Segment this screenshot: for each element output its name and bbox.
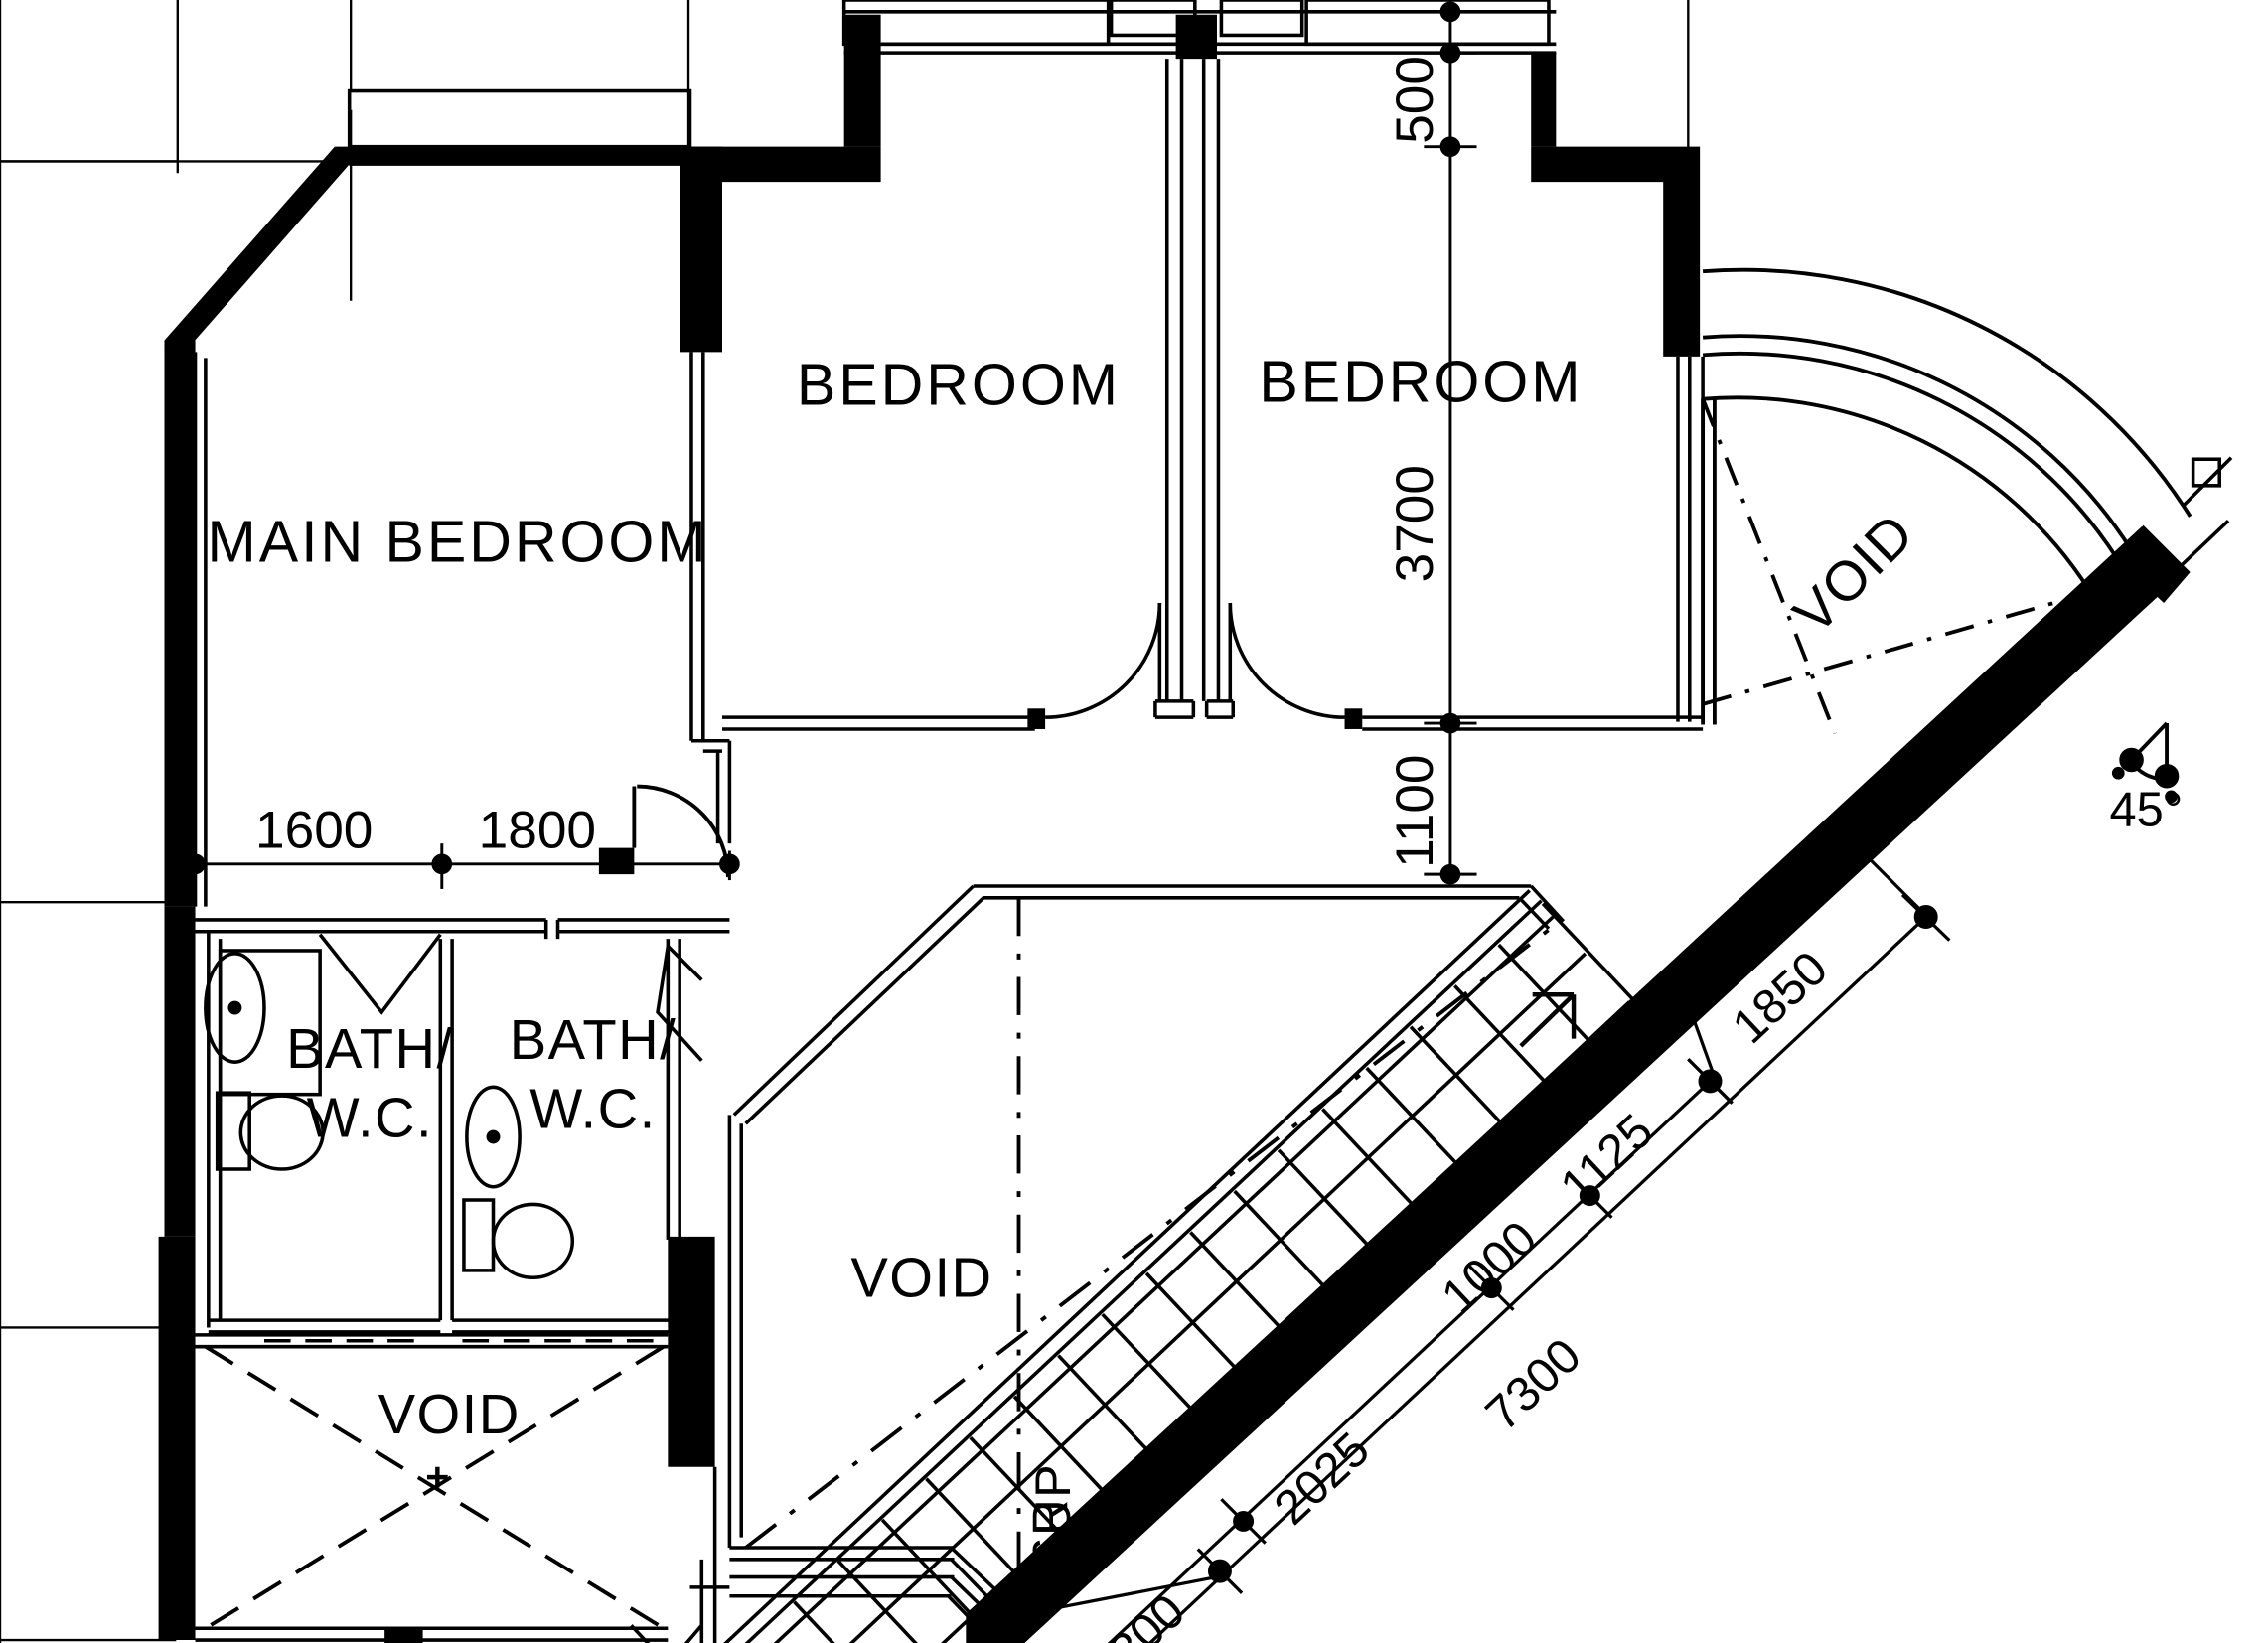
angle-marker-45 [2111,721,2180,804]
dimension-1100: 1100 [1386,755,1444,868]
dimension-chain-inner-diagonal [1107,1058,1734,1643]
stair-riser-label: 16R [1022,1498,1078,1594]
central-void-outline [727,884,1566,1615]
upper-right-void-arcs [1701,267,2192,725]
room-label-bedroom-2: BEDROOM [1259,350,1583,415]
diagonal-outer-wall [966,524,2191,1643]
bottom-corridor [630,1466,1003,1643]
dimension-line-horizontal-top [185,843,740,889]
lower-left-void-diagonals [204,1345,665,1630]
dimension-1800: 1800 [479,802,596,860]
dimension-line-vertical-right [1424,1,1477,885]
main-bedroom-walls [164,88,732,907]
room-label-void-lower-left: VOID [378,1383,521,1445]
room-label-bath-wc-1-line1: BATH/ [286,1017,454,1080]
bathrooms [158,906,730,1641]
central-void-centerlines [744,897,1558,1621]
stair-up-arrow [1519,992,1577,1048]
lower-left-void [195,1333,669,1642]
room-label-bedroom-1: BEDROOM [797,353,1121,418]
room-label-bath-wc-2-line2: W.C. [529,1078,657,1140]
dimension-500: 500 [1386,56,1444,144]
room-label-bath-wc-1-line2: W.C. [307,1087,434,1149]
room-label-void-center: VOID [850,1246,992,1308]
staircase [723,889,1635,1643]
wall-end-marker [2168,456,2233,578]
angle-label-45: 45° [2109,783,2183,836]
room-label-main-bedroom: MAIN BEDROOM [208,510,709,575]
stair-direction-label: UP [1025,1463,1081,1536]
room-label-void-upper-right: VOID [1781,501,1926,646]
upper-right-void-centerlines [1701,397,2085,735]
void-center-cross [427,1466,448,1488]
room-label-bath-wc-2-line1: BATH/ [510,1008,678,1071]
wall-stub [384,1628,423,1643]
dimension-7300: 7300 [1476,1329,1591,1441]
dimension-1600: 1600 [255,802,373,860]
dimension-3700: 3700 [1386,465,1444,582]
dimension-chain-outer-diagonal [1027,844,1951,1643]
